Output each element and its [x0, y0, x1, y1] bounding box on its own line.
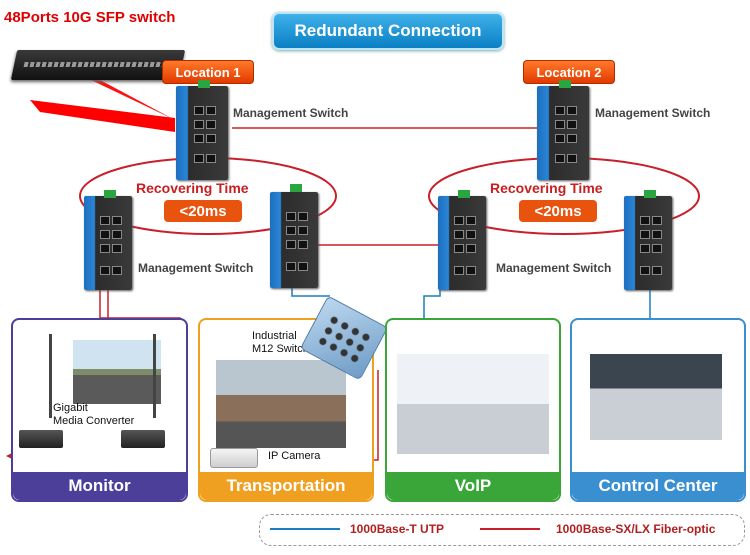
mgmt-label-bottom-right: Management Switch: [496, 261, 612, 275]
camera-pole-left: [49, 334, 52, 418]
ip-camera-label: IP Camera: [268, 450, 321, 462]
mgmt-label-bottom-left: Management Switch: [138, 261, 254, 275]
sfp-switch-48: [10, 50, 186, 80]
mgmt-label-top-right: Management Switch: [595, 106, 711, 120]
media-converter-left: [19, 430, 63, 448]
banner-redundant-connection: Redundant Connection: [272, 12, 504, 50]
switch-title: 48Ports 10G SFP switch: [4, 9, 176, 26]
camera-pole-right: [153, 334, 156, 418]
switch-location2-top: [537, 80, 589, 180]
panel-label-voip: VoIP: [387, 472, 559, 500]
uplink-arrow: [30, 100, 175, 132]
ip-camera-icon: [210, 448, 258, 468]
location-1-label: Location 1: [162, 60, 254, 84]
panel-label-monitor: Monitor: [13, 472, 186, 500]
control-room-photo: [590, 354, 722, 440]
panel-control-center: Control Center: [570, 318, 746, 502]
switch-ring-left-a: [84, 190, 132, 290]
panel-monitor: Gigabit Media Converter Monitor: [11, 318, 188, 502]
mgmt-label-top-left: Management Switch: [233, 106, 349, 120]
panel-voip: VoIP: [385, 318, 561, 502]
monitor-highway-photo: [73, 340, 161, 404]
switch-ring-right-b: [624, 190, 672, 290]
industrial-switch-label: Industrial M12 Switch: [252, 330, 309, 355]
media-converter-label: Gigabit Media Converter: [53, 402, 135, 427]
voip-office-photo: [397, 354, 549, 454]
panel-label-transportation: Transportation: [200, 472, 372, 500]
recovery-time-left-badge: <20ms: [164, 200, 242, 222]
recovering-time-right: Recovering Time: [490, 180, 603, 196]
station-photo: [216, 360, 346, 448]
legend-fiber-label: 1000Base-SX/LX Fiber-optic: [556, 522, 716, 536]
panel-label-control-center: Control Center: [572, 472, 744, 500]
uplink-arrow-tail: [70, 70, 175, 120]
recovery-time-right-badge: <20ms: [519, 200, 597, 222]
legend: [259, 514, 745, 546]
switch-location1-top: [176, 80, 228, 180]
legend-utp-label: 1000Base-T UTP: [350, 522, 445, 536]
media-converter-right: [121, 430, 165, 448]
switch-ring-left-b: [270, 184, 318, 288]
switch-ring-right-a: [438, 190, 486, 290]
recovering-time-left: Recovering Time: [136, 180, 249, 196]
